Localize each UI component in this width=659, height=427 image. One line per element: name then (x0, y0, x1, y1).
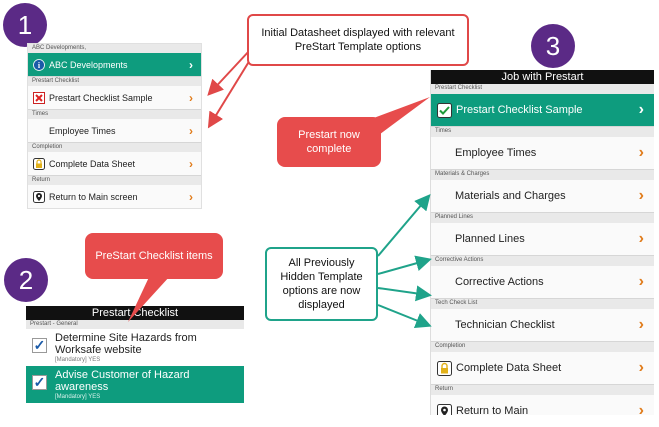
checklist-item[interactable]: ✓ Advise Customer of Hazard awareness [M… (26, 366, 244, 403)
section-header: Return (431, 385, 654, 395)
step-badge-3: 3 (531, 24, 575, 68)
section-header: Planned Lines (431, 213, 654, 223)
row-materials-charges[interactable]: Materials and Charges › (431, 180, 654, 213)
section-header: ABC Developments, (28, 44, 201, 53)
section-header: Prestart Checklist (431, 84, 654, 94)
row-complete-data-sheet[interactable]: Complete Data Sheet › (431, 352, 654, 385)
row-label: Corrective Actions (455, 276, 544, 288)
row-complete-data-sheet[interactable]: Complete Data Sheet › (28, 152, 201, 176)
section-header: Corrective Actions (431, 256, 654, 266)
chevron-right-icon: › (638, 359, 644, 376)
section-header: Completion (28, 143, 201, 152)
location-pin-icon (436, 403, 452, 415)
prestart-checklist-panel: Prestart Checklist Prestart - General ✓ … (26, 306, 244, 414)
cross-icon (32, 91, 45, 104)
checkbox-checked-icon[interactable]: ✓ (32, 374, 47, 390)
section-header: Return (28, 176, 201, 185)
chevron-right-icon: › (638, 144, 644, 161)
row-employee-times[interactable]: Employee Times › (431, 137, 654, 170)
row-label: Complete Data Sheet (456, 362, 562, 374)
row-label: Employee Times (455, 147, 537, 159)
step-badge-1: 1 (3, 3, 47, 47)
callout-prestart-complete: Prestart now complete (277, 117, 381, 167)
chevron-right-icon: › (638, 101, 644, 118)
checklist-item[interactable]: ✓ Determine Site Hazards from Worksafe w… (26, 329, 244, 366)
lock-icon (436, 360, 452, 376)
panel-title: Job with Prestart (431, 70, 654, 84)
chevron-right-icon: › (189, 156, 193, 171)
checkmark-icon (436, 102, 452, 118)
checklist-item-status: [Mandatory] YES (55, 357, 101, 363)
panel-title: Prestart Checklist (26, 306, 244, 320)
location-pin-icon (32, 190, 45, 203)
row-label: Prestart Checklist Sample (456, 104, 583, 116)
svg-text:i: i (37, 61, 40, 70)
row-prestart-checklist[interactable]: Prestart Checklist Sample › (28, 86, 201, 110)
row-planned-lines[interactable]: Planned Lines › (431, 223, 654, 256)
checklist-item-text: Advise Customer of Hazard awareness (55, 369, 190, 393)
lock-icon (32, 157, 45, 170)
chevron-right-icon: › (189, 123, 193, 138)
checklist-item-status: [Mandatory] YES (55, 394, 101, 400)
chevron-right-icon: › (638, 402, 644, 415)
callout-hidden-options: All Previously Hidden Template options a… (265, 247, 378, 321)
row-return-main[interactable]: Return to Main › (431, 395, 654, 415)
row-label: Return to Main (456, 405, 529, 415)
row-return-main[interactable]: Return to Main screen › (28, 185, 201, 208)
checkbox-checked-icon[interactable]: ✓ (32, 337, 47, 353)
section-header: Prestart - General (26, 320, 244, 329)
row-label: ABC Developments (49, 59, 128, 70)
section-header: Prestart Checklist (28, 77, 201, 86)
step-badge-2: 2 (4, 258, 48, 302)
chevron-right-icon: › (189, 57, 193, 72)
section-header: Times (431, 127, 654, 137)
callout-initial-datasheet: Initial Datasheet displayed with relevan… (247, 14, 469, 66)
chevron-right-icon: › (638, 316, 644, 333)
chevron-right-icon: › (638, 187, 644, 204)
chevron-right-icon: › (189, 189, 193, 204)
section-header: Tech Check List (431, 299, 654, 309)
blank-icon (32, 124, 45, 137)
chevron-right-icon: › (638, 230, 644, 247)
section-header: Times (28, 110, 201, 119)
row-label: Complete Data Sheet (49, 158, 136, 169)
job-with-prestart-panel: Job with Prestart Prestart Checklist Pre… (430, 70, 654, 415)
row-corrective-actions[interactable]: Corrective Actions › (431, 266, 654, 299)
row-abc-developments[interactable]: i ABC Developments › (28, 53, 201, 77)
row-employee-times[interactable]: Employee Times › (28, 119, 201, 143)
chevron-right-icon: › (189, 90, 193, 105)
section-header: Materials & Charges (431, 170, 654, 180)
row-prestart-checklist[interactable]: Prestart Checklist Sample › (431, 94, 654, 127)
row-label: Prestart Checklist Sample (49, 92, 153, 103)
chevron-right-icon: › (638, 273, 644, 290)
section-header: Completion (431, 342, 654, 352)
row-technician-checklist[interactable]: Technician Checklist › (431, 309, 654, 342)
row-label: Employee Times (49, 125, 116, 136)
info-icon: i (32, 58, 45, 71)
callout-checklist-items: PreStart Checklist items (85, 233, 223, 279)
row-label: Technician Checklist (455, 319, 555, 331)
initial-datasheet-panel: ABC Developments, i ABC Developments › P… (27, 43, 202, 209)
checklist-item-text: Determine Site Hazards from Worksafe web… (55, 332, 197, 356)
row-label: Return to Main screen (49, 191, 138, 202)
row-label: Planned Lines (455, 233, 525, 245)
row-label: Materials and Charges (455, 190, 566, 202)
